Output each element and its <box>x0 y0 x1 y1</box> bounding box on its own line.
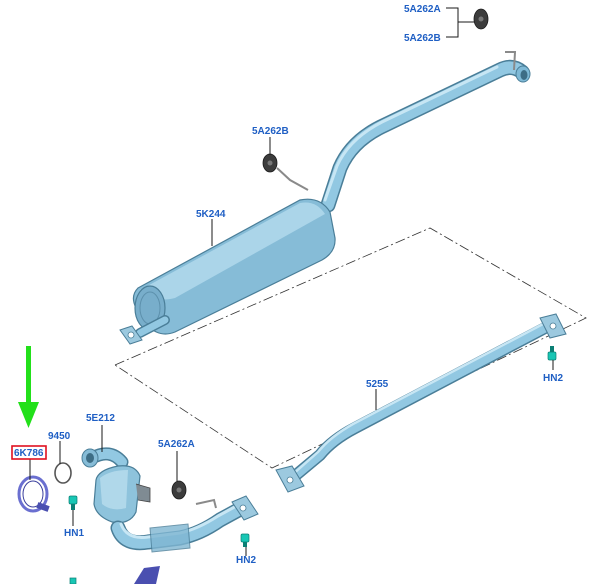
label-clamp-selected[interactable]: 6K786 <box>14 448 44 459</box>
gasket-9450[interactable] <box>54 462 72 484</box>
label-hanger-front[interactable]: 5A262A <box>158 439 195 450</box>
muffler-inlet-flange[interactable] <box>119 315 170 345</box>
front-pipe[interactable] <box>110 495 259 553</box>
bottom-partial-parts <box>69 566 160 584</box>
muffler[interactable] <box>132 198 336 335</box>
fastener-right[interactable] <box>547 346 557 361</box>
label-fastener-left[interactable]: HN1 <box>64 528 84 539</box>
label-fastener-right[interactable]: HN2 <box>543 373 563 384</box>
label-gasket[interactable]: 9450 <box>48 431 71 442</box>
label-fastener-bottom[interactable]: HN2 <box>236 555 256 566</box>
label-catalyst[interactable]: 5E212 <box>86 413 115 424</box>
label-tailpipe-hanger-b[interactable]: 5A262B <box>404 33 441 44</box>
green-arrow-indicator <box>18 346 39 428</box>
label-hanger-mid[interactable]: 5A262B <box>252 126 289 137</box>
label-intermediate-pipe[interactable]: 5255 <box>366 379 389 390</box>
selection-box <box>11 445 47 460</box>
label-muffler[interactable]: 5K244 <box>196 209 226 220</box>
tailpipe[interactable] <box>320 51 531 213</box>
intermediate-pipe[interactable] <box>275 313 567 493</box>
tailpipe-hanger-upper[interactable] <box>473 8 489 30</box>
catalyst[interactable] <box>81 447 151 524</box>
fastener-left[interactable] <box>68 495 78 510</box>
hanger-front[interactable] <box>171 480 187 500</box>
fastener-bottom[interactable] <box>240 533 250 547</box>
hanger-mid[interactable] <box>262 153 309 191</box>
rear-assembly-frame <box>114 227 587 469</box>
clamp-selected[interactable] <box>17 475 50 513</box>
label-tailpipe-hanger-a[interactable]: 5A262A <box>404 4 441 15</box>
leader-lines <box>29 7 554 556</box>
